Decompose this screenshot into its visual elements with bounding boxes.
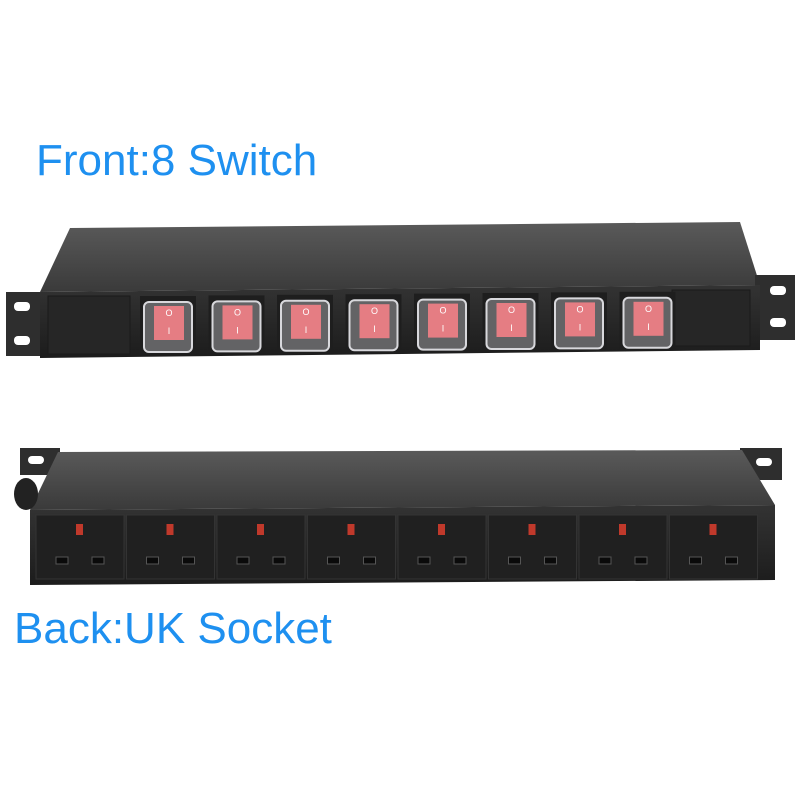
rocker-switch[interactable]: OI xyxy=(482,293,539,351)
uk-socket[interactable] xyxy=(126,514,215,580)
back-top-panel xyxy=(30,450,775,510)
uk-socket[interactable] xyxy=(35,514,125,580)
switch-off-symbol: O xyxy=(371,306,378,316)
live-pin-slot xyxy=(236,556,250,565)
neutral-pin-slot xyxy=(272,556,286,565)
live-pin-slot xyxy=(146,556,159,565)
earth-pin-slot xyxy=(257,524,264,535)
switch-on-symbol: I xyxy=(647,322,650,332)
live-pin-slot xyxy=(327,556,340,565)
switch-on-symbol: I xyxy=(373,324,376,334)
uk-socket[interactable] xyxy=(578,514,668,580)
neutral-pin-slot xyxy=(363,556,376,565)
right-mount-ear xyxy=(755,275,795,340)
switch-on-symbol: I xyxy=(510,323,513,333)
neutral-pin-slot xyxy=(91,556,105,565)
cable-gland xyxy=(14,478,38,510)
live-pin-slot xyxy=(598,556,612,565)
live-pin-slot xyxy=(689,556,702,565)
uk-socket[interactable] xyxy=(397,514,487,580)
neutral-pin-slot xyxy=(544,556,557,565)
switch-off-symbol: O xyxy=(576,304,583,314)
live-pin-slot xyxy=(417,556,431,565)
earth-pin-slot xyxy=(528,524,536,535)
rocker-switch[interactable]: OI xyxy=(277,294,333,353)
switch-on-symbol: I xyxy=(168,326,171,336)
rocker-switch[interactable]: OI xyxy=(345,294,402,353)
live-pin-slot xyxy=(508,556,521,565)
switch-off-symbol: O xyxy=(302,307,309,317)
switch-off-symbol: O xyxy=(165,308,172,318)
earth-pin-slot xyxy=(438,524,445,535)
switch-on-symbol: I xyxy=(579,322,582,332)
neutral-pin-slot xyxy=(634,556,648,565)
rocker-switch[interactable]: OI xyxy=(414,293,470,352)
rocker-switch[interactable]: OI xyxy=(551,292,607,351)
switch-on-symbol: I xyxy=(236,325,239,335)
uk-socket[interactable] xyxy=(216,514,306,580)
back-caption: Back:UK Socket xyxy=(14,604,332,653)
earth-pin-slot xyxy=(76,524,83,535)
earth-pin-slot xyxy=(166,524,174,535)
switch-off-symbol: O xyxy=(234,307,241,317)
back-pdu-unit xyxy=(14,448,782,585)
switch-off-symbol: O xyxy=(645,304,652,314)
earth-pin-slot xyxy=(619,524,626,535)
switch-off-symbol: O xyxy=(439,306,446,316)
rocker-switch[interactable]: OI xyxy=(619,291,676,350)
front-caption: Front:8 Switch xyxy=(36,136,318,185)
neutral-pin-slot xyxy=(725,556,738,565)
live-pin-slot xyxy=(55,556,69,565)
uk-socket[interactable] xyxy=(307,514,396,580)
neutral-pin-slot xyxy=(453,556,467,565)
switch-on-symbol: I xyxy=(305,325,308,335)
rocker-switch[interactable]: OI xyxy=(208,295,265,354)
front-top-panel xyxy=(40,222,760,292)
uk-socket[interactable] xyxy=(669,514,758,580)
switch-off-symbol: O xyxy=(508,305,515,315)
uk-socket[interactable] xyxy=(488,514,577,580)
neutral-pin-slot xyxy=(182,556,195,565)
switch-on-symbol: I xyxy=(442,324,445,334)
rocker-switch[interactable]: OI xyxy=(140,296,196,354)
earth-pin-slot xyxy=(709,524,717,535)
earth-pin-slot xyxy=(347,524,355,535)
